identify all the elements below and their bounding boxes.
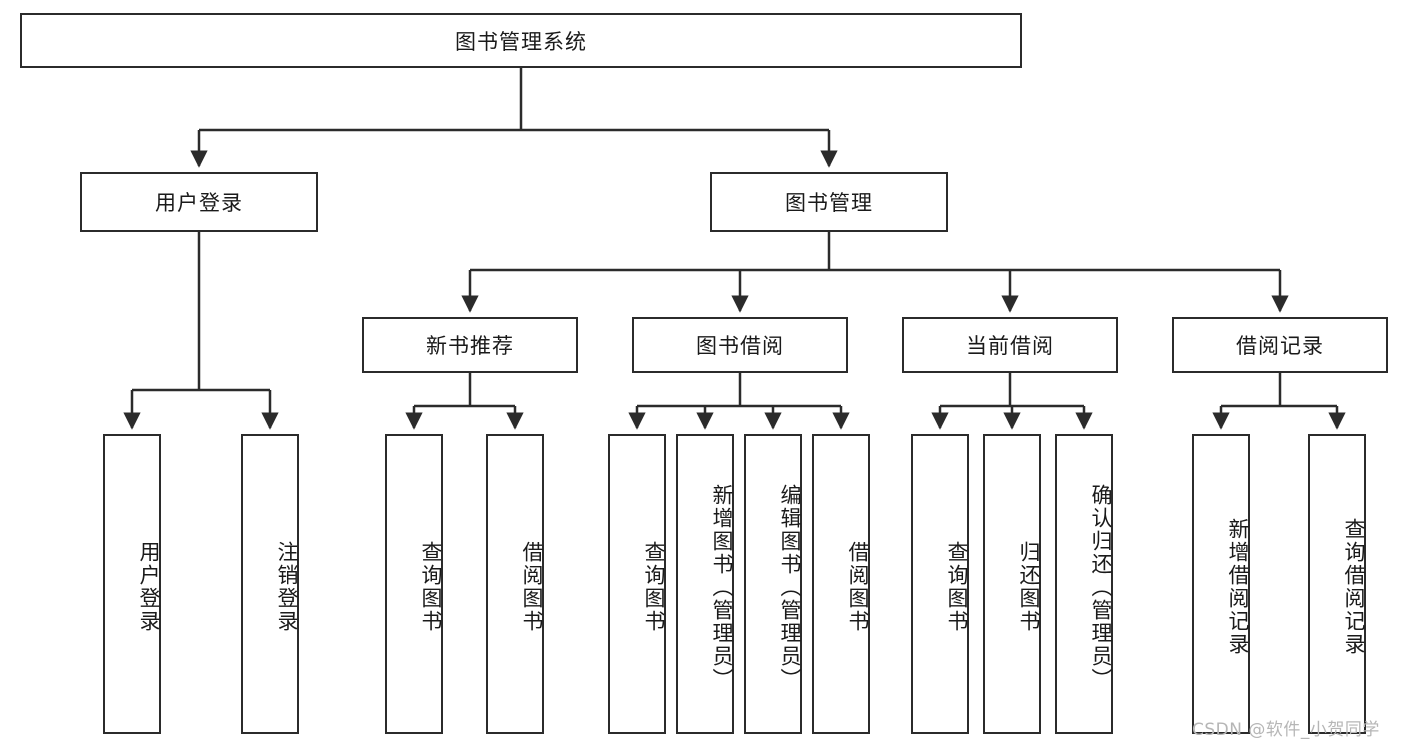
node-book-borrow-label: 图书借阅: [696, 334, 784, 358]
node-leaf-confirm-return-label: 确认归还（管理员）: [1089, 483, 1113, 691]
node-leaf-borrow-book-1[interactable]: 借阅图书: [486, 434, 544, 734]
node-leaf-borrow-book-2-label: 借阅图书: [846, 541, 870, 633]
node-borrow-record[interactable]: 借阅记录: [1172, 317, 1388, 373]
node-leaf-edit-book[interactable]: 编辑图书（管理员）: [744, 434, 802, 734]
node-leaf-logout[interactable]: 注销登录: [241, 434, 299, 734]
node-leaf-add-record[interactable]: 新增借阅记录: [1192, 434, 1250, 734]
node-user-login-label: 用户登录: [155, 191, 243, 215]
node-new-book-rec[interactable]: 新书推荐: [362, 317, 578, 373]
node-new-book-rec-label: 新书推荐: [426, 334, 514, 358]
node-book-manage-label: 图书管理: [785, 191, 873, 215]
node-leaf-query-book-3[interactable]: 查询图书: [911, 434, 969, 734]
node-current-borrow-label: 当前借阅: [966, 334, 1054, 358]
node-leaf-return-book[interactable]: 归还图书: [983, 434, 1041, 734]
csdn-watermark: CSDN @软件_小贺同学: [1192, 720, 1380, 740]
node-leaf-user-login[interactable]: 用户登录: [103, 434, 161, 734]
node-current-borrow[interactable]: 当前借阅: [902, 317, 1118, 373]
node-leaf-query-book-2-label: 查询图书: [642, 541, 666, 633]
node-leaf-logout-label: 注销登录: [275, 541, 299, 633]
node-book-borrow[interactable]: 图书借阅: [632, 317, 848, 373]
node-root-label: 图书管理系统: [455, 29, 587, 54]
node-leaf-query-book-3-label: 查询图书: [945, 541, 969, 633]
node-user-login[interactable]: 用户登录: [80, 172, 318, 232]
node-leaf-add-record-label: 新增借阅记录: [1226, 518, 1250, 656]
node-leaf-query-book-1-label: 查询图书: [419, 541, 443, 633]
node-borrow-record-label: 借阅记录: [1236, 334, 1324, 358]
node-leaf-query-book-1[interactable]: 查询图书: [385, 434, 443, 734]
node-root[interactable]: 图书管理系统: [20, 13, 1022, 68]
node-leaf-borrow-book-1-label: 借阅图书: [520, 541, 544, 633]
node-leaf-query-book-2[interactable]: 查询图书: [608, 434, 666, 734]
node-leaf-edit-book-label: 编辑图书（管理员）: [778, 483, 802, 691]
node-leaf-borrow-book-2[interactable]: 借阅图书: [812, 434, 870, 734]
node-leaf-query-record-label: 查询借阅记录: [1342, 518, 1366, 656]
node-leaf-query-record[interactable]: 查询借阅记录: [1308, 434, 1366, 734]
node-leaf-return-book-label: 归还图书: [1017, 541, 1041, 633]
node-leaf-user-login-label: 用户登录: [137, 541, 161, 633]
node-leaf-add-book[interactable]: 新增图书（管理员）: [676, 434, 734, 734]
node-book-manage[interactable]: 图书管理: [710, 172, 948, 232]
node-leaf-confirm-return[interactable]: 确认归还（管理员）: [1055, 434, 1113, 734]
node-leaf-add-book-label: 新增图书（管理员）: [710, 483, 734, 691]
